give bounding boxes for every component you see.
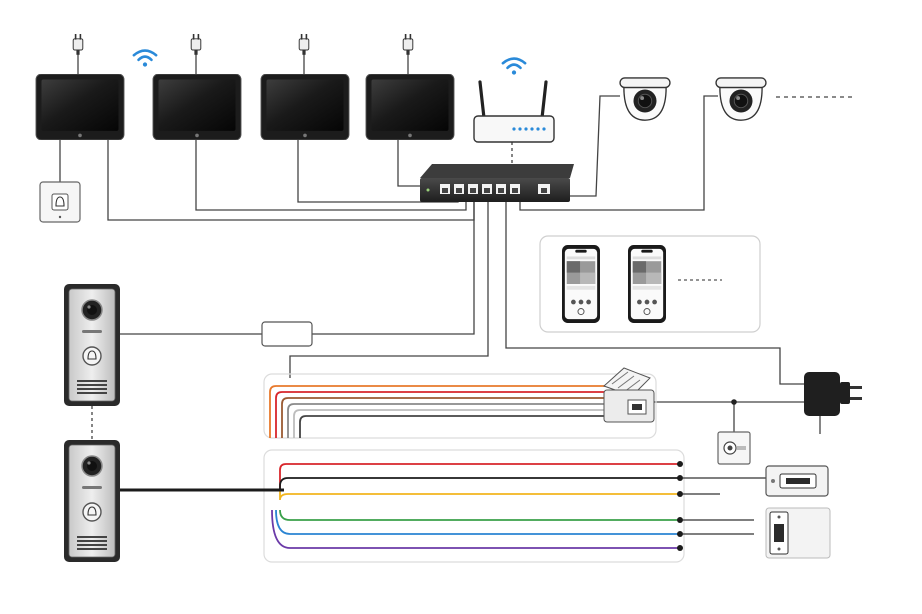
- wifi-router-icon: [473, 80, 555, 143]
- electric-bolt-lock-icon: [765, 465, 829, 497]
- network-cables: [59, 52, 852, 440]
- power-plug-icon: [72, 34, 84, 56]
- power-supply-icon: [804, 372, 862, 416]
- smartphone-app-icon: [628, 244, 666, 324]
- network-adapter-icon: [261, 321, 313, 347]
- power-plug-icon: [402, 34, 414, 56]
- dome-camera-icon: [619, 77, 671, 121]
- indoor-monitor-icon: [152, 74, 242, 140]
- doorbell-button-icon: [39, 181, 81, 223]
- terminal-dots: [677, 461, 683, 551]
- terminal-wire-frame: [263, 449, 685, 563]
- indoor-monitor-icon: [260, 74, 350, 140]
- wifi-icon: [501, 57, 527, 76]
- dome-camera-icon: [715, 77, 767, 121]
- outdoor-station-icon: [64, 440, 120, 562]
- exit-button-icon: [717, 431, 751, 465]
- smartphone-app-icon: [562, 244, 600, 324]
- poe-switch-icon: [420, 164, 574, 202]
- lock-wires: [683, 477, 766, 535]
- outdoor-station-icon: [64, 284, 120, 406]
- power-plug-icon: [298, 34, 310, 56]
- wifi-icon: [132, 49, 158, 68]
- rj45-wire-frame: [263, 373, 657, 439]
- terminal-colored-wires: [271, 463, 680, 549]
- electric-strike-icon: [765, 507, 831, 559]
- indoor-monitor-icon: [35, 74, 125, 140]
- power-plug-icon: [190, 34, 202, 56]
- indoor-monitor-icon: [365, 74, 455, 140]
- rj45-keystone-icon: [603, 367, 655, 423]
- rj45-colored-wires: [269, 385, 606, 438]
